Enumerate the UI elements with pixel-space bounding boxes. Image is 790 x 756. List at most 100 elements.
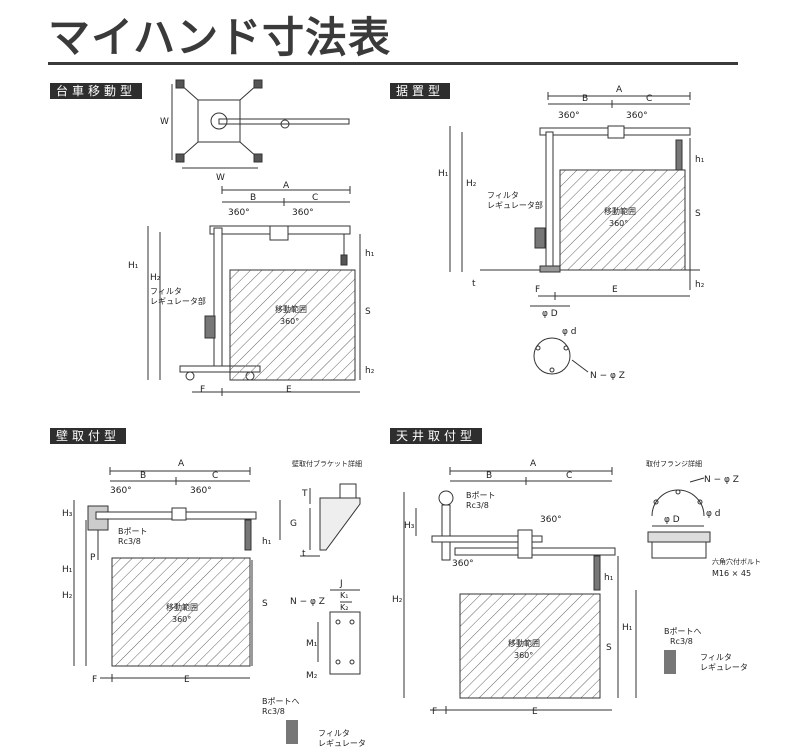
floor-dim-H2: H₂ [466,179,477,189]
wall-dim-T: T [301,489,308,499]
floor-dim-A: A [616,85,623,95]
ceiling-dim-H3: H₃ [404,521,415,531]
floor-dim-phiD: φ D [542,309,558,319]
wall-range-label: 移動範囲 [166,602,198,612]
cart-dim-H2: H₂ [150,273,161,283]
floor-dim-phid: φ d [562,327,577,337]
ceiling-dim-F: F [432,707,437,717]
ceiling-dim-C: C [566,471,572,481]
ceiling-range-label: 移動範囲 [508,638,540,648]
wall-dim-K1: K₁ [340,591,348,600]
wall-dim-H2: H₂ [62,591,73,601]
cart-dim-F: F [200,385,205,395]
floor-rotation-outer: 360° [626,111,648,121]
floor-dim-NphiZ: N − φ Z [590,371,625,381]
cart-rotation-inner: 360° [228,208,250,218]
wall-dim-t: t [302,549,306,559]
wall-filter-label: フィルタ [318,729,350,738]
cart-top-view [171,79,350,169]
ceiling-range-angle: 360° [514,651,533,660]
ceiling-dim-A: A [530,459,537,469]
floor-dim-t: t [472,279,476,289]
ceiling-dim-phid: φ d [706,509,721,519]
wall-dim-NphiZ: N − φ Z [290,597,325,607]
floor-range-angle: 360° [609,219,628,228]
wall-bracket-detail [300,483,361,675]
wall-side-view [73,467,281,682]
wall-regulator-label: レギュレータ [318,739,366,748]
floor-dim-h1: h₁ [695,155,705,165]
wall-dim-M2: M₂ [306,671,318,681]
ceiling-filter-regulator-icon [664,650,676,674]
cart-dim-A: A [283,181,290,191]
wall-dim-C: C [212,471,218,481]
cart-dim-h1: h₁ [365,249,375,259]
section-floor-type: 据置型 [390,83,451,99]
ceiling-dim-B: B [486,471,492,481]
floor-rotation-inner: 360° [558,111,580,121]
wall-dim-B: B [140,471,146,481]
section-ceiling-type: 天井取付型 [390,428,483,444]
ceiling-hex-bolt-label: 六角穴付ボルト [712,557,761,566]
cart-dim-C: C [312,193,318,203]
ceiling-dim-phiD: φ D [664,515,680,525]
ceiling-flange-detail [647,477,711,559]
wall-bport-to-label: Bポートへ [262,697,300,706]
wall-dim-A: A [178,459,185,469]
floor-side-view [449,92,700,375]
ceiling-rotation-lower: 360° [452,559,474,569]
wall-dim-E: E [184,675,190,685]
cart-dim-S: S [365,307,371,317]
ceiling-bolt-size: M16 × 45 [712,569,751,578]
cart-dim-W-left: W [160,117,169,127]
wall-dim-M1: M₁ [306,639,318,649]
ceiling-dim-S: S [606,643,612,653]
ceiling-rc-to-label: Rc3/8 [670,637,693,646]
ceiling-dim-H1: H₁ [622,623,633,633]
wall-filter-regulator-icon [286,720,298,744]
ceiling-rotation-upper: 360° [540,515,562,525]
floor-range-label: 移動範囲 [604,206,636,216]
floor-dim-E: E [612,285,618,295]
page-title: マイハンド寸法表 [48,13,392,62]
wall-dim-H3: H₃ [62,509,73,519]
cart-dim-h2: h₂ [365,366,375,376]
floor-dim-F: F [535,285,540,295]
cart-regulator-label: レギュレータ部 [150,296,206,306]
ceiling-dim-H2: H₂ [392,595,403,605]
ceiling-dim-E: E [532,707,538,717]
wall-rc-to-label: Rc3/8 [262,707,285,716]
wall-rc-label: Rc3/8 [118,537,141,546]
wall-dim-F: F [92,675,97,685]
ceiling-filter-label: フィルタ [700,653,732,662]
cart-filter-label: フィルタ [150,287,182,296]
floor-filter-label: フィルタ [487,191,519,200]
wall-dim-J: J [339,579,343,589]
cart-rotation-outer: 360° [292,208,314,218]
floor-dim-B: B [582,94,588,104]
wall-dim-H1: H₁ [62,565,73,575]
floor-dim-C: C [646,94,652,104]
floor-regulator-label: レギュレータ部 [487,200,543,210]
wall-dim-G: G [290,519,297,529]
ceiling-side-view [403,467,637,714]
ceiling-rc-label: Rc3/8 [466,501,489,510]
cart-side-view [147,186,361,396]
cart-range-label: 移動範囲 [275,304,307,314]
ceiling-regulator-label: レギュレータ [700,663,748,672]
wall-dim-h1: h₁ [262,537,272,547]
cart-dim-W-bottom: W [216,173,225,183]
title-underline [48,62,738,65]
ceiling-flange-detail-title: 取付フランジ詳細 [646,459,702,468]
wall-bracket-detail-title: 壁取付ブラケット詳細 [292,459,362,468]
wall-range-angle: 360° [172,615,191,624]
wall-bport-label: Bポート [118,527,148,536]
cart-dim-B: B [250,193,256,203]
wall-rotation-inner: 360° [110,486,132,496]
cart-dim-E: E [286,385,292,395]
floor-dim-S: S [695,209,701,219]
ceiling-dim-h1: h₁ [604,573,614,583]
floor-dim-h2: h₂ [695,280,705,290]
cart-range-angle: 360° [280,317,299,326]
